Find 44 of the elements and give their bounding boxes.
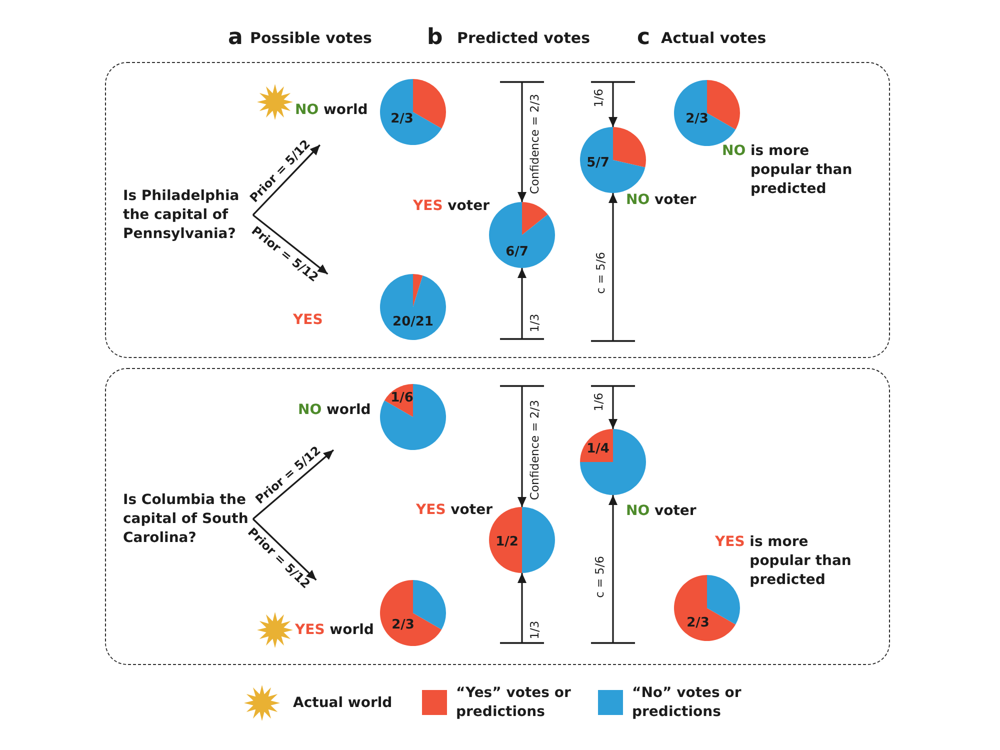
pie-caption: NO world xyxy=(298,401,371,420)
fraction-label: 2/3 xyxy=(686,616,710,630)
legend-label: Actual world xyxy=(293,694,392,713)
dimension-label: 1/3 xyxy=(528,314,542,332)
pie-caption: NO world xyxy=(295,101,368,120)
dashed-panel xyxy=(105,62,890,358)
pie-caption: YES xyxy=(293,311,323,330)
fraction-label: 2/3 xyxy=(686,112,708,126)
column-heading: Possible votes xyxy=(250,29,372,47)
fraction-label: 6/7 xyxy=(506,244,528,260)
fraction-label: 1/4 xyxy=(586,442,610,456)
fraction-label: 2/3 xyxy=(392,618,414,632)
column-heading: Actual votes xyxy=(661,29,766,47)
arrow xyxy=(252,144,321,216)
legend-label: “No” votes or predictions xyxy=(632,684,742,722)
column-heading: Predicted votes xyxy=(457,29,590,47)
fraction-label: 2/3 xyxy=(390,112,414,126)
dimension-label: Confidence = 2/3 xyxy=(528,94,542,194)
pie-caption: NO voter xyxy=(626,502,696,521)
question-text: Is Philadelphia the capital of Pennsylvania? xyxy=(123,186,240,244)
dimension-label: c = 5/6 xyxy=(594,252,608,294)
fraction-label: 20/21 xyxy=(392,314,434,330)
dimension-label: 1/6 xyxy=(592,88,606,108)
arrow xyxy=(252,518,317,581)
pie-caption: YES voter xyxy=(416,501,493,520)
dimension-label: 1/6 xyxy=(592,392,606,412)
dimension-label: 1/3 xyxy=(528,620,542,640)
legend-label: “Yes” votes or predictions xyxy=(456,684,572,722)
pie-caption: YES voter xyxy=(413,197,490,216)
pie-caption: NO is more popular than predicted xyxy=(722,142,854,199)
panel-letter: b xyxy=(427,25,443,51)
pie-caption: NO voter xyxy=(626,191,696,210)
dashed-panel xyxy=(105,368,890,665)
panel-letter: a xyxy=(228,25,243,51)
pie-caption: YES world xyxy=(295,621,374,640)
arrow xyxy=(252,449,334,520)
fraction-label: 1/6 xyxy=(390,390,414,406)
fraction-label: 5/7 xyxy=(586,156,610,170)
dimension-label: c = 5/6 xyxy=(594,556,606,598)
panel-letter: c xyxy=(637,25,650,51)
dimension-label: Confidence = 2/3 xyxy=(528,400,542,500)
pie-caption: YES is more popular than predicted xyxy=(715,533,852,590)
arrow xyxy=(252,214,328,275)
fraction-label: 1/2 xyxy=(496,534,518,550)
